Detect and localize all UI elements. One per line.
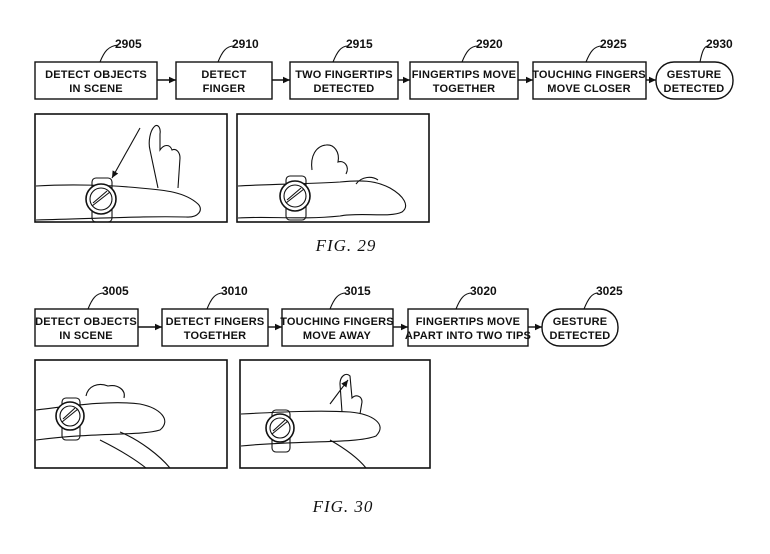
step-label-line1: TOUCHING FINGERS (280, 316, 394, 328)
fig29-illustration-left (34, 113, 228, 223)
ref-numeral: 3010 (221, 284, 248, 298)
ref-leader-line (99, 44, 119, 63)
ref-leader-line (585, 45, 603, 63)
ref-leader-line (583, 292, 599, 310)
step-label-line2: MOVE AWAY (303, 330, 372, 342)
fig30-caption: FIG. 30 (312, 497, 374, 516)
watch-icon (55, 397, 85, 441)
ref-leader-line (217, 45, 235, 63)
fig29-flowchart: DETECT OBJECTS IN SCENE 2905 DETECT FING… (34, 37, 734, 100)
step-label-line2: DETECTED (314, 83, 375, 95)
illustration-frame (34, 113, 228, 223)
fig29-step-2930: GESTURE DETECTED 2930 (655, 37, 734, 100)
step-label-line2: APART INTO TWO TIPS (405, 330, 531, 342)
step-label-line1: DETECT FINGERS (166, 316, 265, 328)
second-forearm (99, 431, 171, 469)
pointing-hand (339, 373, 363, 415)
fig30-step-3025: GESTURE DETECTED 3025 (541, 284, 623, 347)
step-label-line2: DETECTED (550, 330, 611, 342)
step-label-line2: MOVE CLOSER (547, 83, 631, 95)
fig29-step-2925: TOUCHING FINGERS MOVE CLOSER 2925 (532, 37, 647, 100)
terminator-box (541, 308, 619, 347)
step-label-line1: FINGERTIPS MOVE (412, 69, 516, 81)
ref-numeral: 2905 (115, 37, 142, 51)
ref-numeral: 2915 (346, 37, 373, 51)
illustration-frame (236, 113, 430, 223)
ref-numeral: 2910 (232, 37, 259, 51)
fig30-illustration-right (239, 359, 431, 469)
step-label-line2: IN SCENE (59, 330, 113, 342)
step-label-line1: DETECT OBJECTS (45, 69, 147, 81)
step-label-line1: GESTURE (667, 69, 722, 81)
fig30-step-3015: TOUCHING FINGERS MOVE AWAY 3015 (280, 284, 394, 347)
ref-numeral: 3020 (470, 284, 497, 298)
fig30-flowchart: DETECT OBJECTS IN SCENE 3005 DETECT FING… (34, 284, 623, 347)
fig30-step-3005: DETECT OBJECTS IN SCENE 3005 (34, 284, 139, 347)
ref-numeral: 2925 (600, 37, 627, 51)
terminator-box (655, 61, 734, 100)
fig29-illustration-right (236, 113, 430, 223)
watch-icon (279, 175, 311, 221)
ref-leader-line (332, 45, 349, 63)
illustration-frame (239, 359, 431, 469)
fig29-step-2905: DETECT OBJECTS IN SCENE 2905 (34, 37, 158, 100)
step-label-line1: DETECT OBJECTS (35, 316, 137, 328)
step-label-line1: TWO FINGERTIPS (295, 69, 393, 81)
motion-arrow (329, 379, 349, 405)
ref-numeral: 2930 (706, 37, 733, 51)
step-label-line1: TOUCHING FINGERS (532, 69, 646, 81)
forearm (240, 410, 381, 447)
step-label-line2: TOGETHER (433, 83, 496, 95)
watch-icon (265, 409, 295, 453)
watch-icon (85, 177, 117, 223)
step-label-line2: IN SCENE (69, 83, 123, 95)
pointing-hand (148, 124, 181, 189)
step-label-line1: GESTURE (553, 316, 608, 328)
ref-numeral: 3025 (596, 284, 623, 298)
ref-leader-line (206, 292, 224, 310)
pinching-hand (85, 383, 125, 399)
fig30-step-3010: DETECT FINGERS TOGETHER 3010 (161, 284, 269, 347)
step-label-line1: DETECT (201, 69, 246, 81)
ref-leader-line (329, 292, 347, 310)
ref-leader-line (455, 292, 473, 310)
forearm (237, 180, 407, 219)
fig29-caption: FIG. 29 (315, 236, 377, 255)
fig29-step-2915: TWO FINGERTIPS DETECTED 2915 (289, 37, 399, 100)
pinching-hand (311, 144, 348, 175)
motion-arrow (111, 127, 141, 179)
ref-numeral: 3015 (344, 284, 371, 298)
step-label-line1: FINGERTIPS MOVE (416, 316, 520, 328)
fig29-step-2920: FINGERTIPS MOVE TOGETHER 2920 (409, 37, 519, 100)
ref-leader-line (461, 45, 479, 63)
fig30-step-3020: FINGERTIPS MOVE APART INTO TWO TIPS 3020 (405, 284, 531, 347)
fig30-illustration-left (34, 359, 228, 469)
step-label-line2: FINGER (203, 83, 246, 95)
step-label-line2: DETECTED (664, 83, 725, 95)
hand-detail (355, 176, 379, 185)
forearm (35, 402, 166, 441)
ref-numeral: 2920 (476, 37, 503, 51)
ref-leader-line (699, 45, 709, 63)
second-forearm (329, 439, 367, 469)
ref-numeral: 3005 (102, 284, 129, 298)
fig29-step-2910: DETECT FINGER 2910 (175, 37, 273, 100)
step-label-line2: TOGETHER (184, 330, 247, 342)
ref-leader-line (87, 292, 105, 310)
